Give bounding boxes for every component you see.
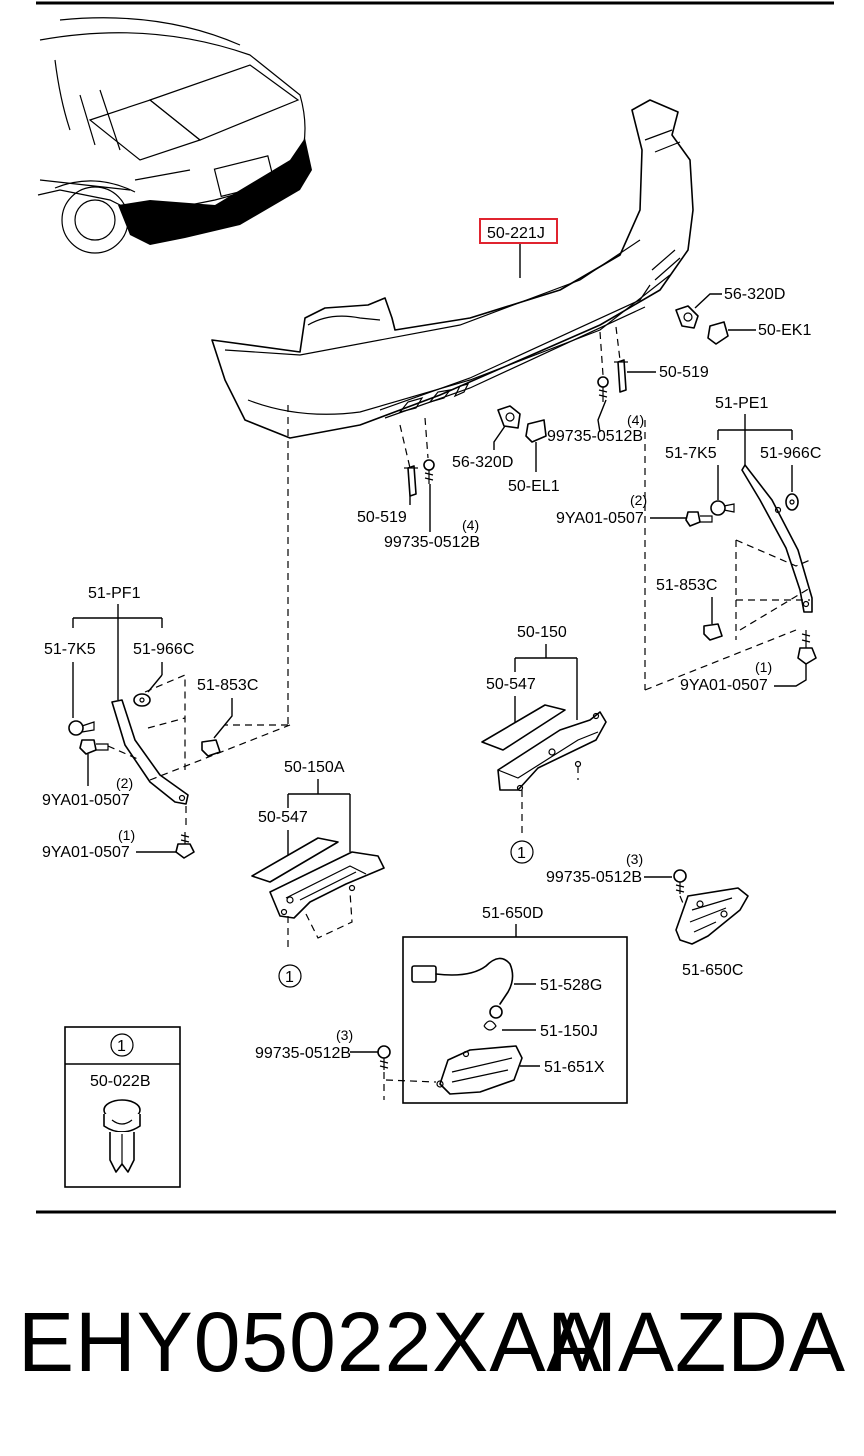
legend-box: 1 50-022B xyxy=(64,1026,181,1188)
label-50-022B[interactable]: 50-022B xyxy=(90,1073,151,1090)
label-99735-0512B-center[interactable]: 99735-0512B xyxy=(547,428,643,445)
bolt-99735-0512B-left[interactable] xyxy=(423,459,435,484)
rear-bumper-cover[interactable] xyxy=(211,99,694,439)
absorber-50-150A[interactable] xyxy=(251,837,385,919)
push-clip-50-022B[interactable] xyxy=(103,1099,141,1173)
reference-marker-1-b xyxy=(278,964,302,988)
label-51-651X[interactable]: 51-651X xyxy=(544,1059,605,1076)
bulb-51-150J[interactable] xyxy=(483,1005,503,1031)
footer-brand: MAZDA xyxy=(547,1295,846,1389)
qty-1-right: (1) xyxy=(755,659,772,675)
side-lamp-51-650C[interactable] xyxy=(675,887,749,945)
qty-3-right: (3) xyxy=(626,851,643,867)
label-50-EK1[interactable]: 50-EK1 xyxy=(758,322,811,339)
qty-2-right: (2) xyxy=(630,492,647,508)
vehicle-locator-illustration xyxy=(37,17,312,254)
nut-51-7K5-left[interactable] xyxy=(68,720,95,736)
part-50-EL1[interactable] xyxy=(525,419,547,443)
label-50-547-left[interactable]: 50-547 xyxy=(258,809,308,826)
label-51-966C-left[interactable]: 51-966C xyxy=(133,641,194,658)
legend-ref-label: 1 xyxy=(117,1038,126,1055)
bracket-51-PE1[interactable] xyxy=(741,464,813,613)
label-50-EL1[interactable]: 50-EL1 xyxy=(508,478,560,495)
qty-2-left: (2) xyxy=(116,775,133,791)
label-99735-0512B-lamp-left[interactable]: 99735-0512B xyxy=(255,1045,351,1062)
nut-51-853C-left[interactable] xyxy=(201,739,221,757)
clip-50-519-left[interactable] xyxy=(404,465,418,497)
label-50-150A[interactable]: 50-150A xyxy=(284,759,345,776)
label-99735-0512B-lamp-right[interactable]: 99735-0512B xyxy=(546,869,642,886)
bolt-99735-0512B-lamp-left[interactable] xyxy=(377,1045,391,1070)
qty-3-left: (3) xyxy=(336,1027,353,1043)
bolt-99735-0512B-lamp-right[interactable] xyxy=(673,869,687,894)
label-51-853C-right[interactable]: 51-853C xyxy=(656,577,717,594)
label-56-320D-right[interactable]: 56-320D xyxy=(724,286,785,303)
washer-51-966C-right[interactable] xyxy=(785,493,799,511)
bolt-9YA01-0507-left-upper[interactable] xyxy=(79,739,109,755)
qty-4-center: (4) xyxy=(627,412,644,428)
qty-1-left: (1) xyxy=(118,827,135,843)
reference-marker-1-a xyxy=(510,840,534,864)
label-51-966C-right[interactable]: 51-966C xyxy=(760,445,821,462)
label-56-320D-center[interactable]: 56-320D xyxy=(452,454,513,471)
label-51-853C-left[interactable]: 51-853C xyxy=(197,677,258,694)
ref-1-b-label: 1 xyxy=(285,969,294,986)
label-51-PF1[interactable]: 51-PF1 xyxy=(88,585,141,602)
label-9YA01-0507-left-lower[interactable]: 9YA01-0507 xyxy=(42,844,130,861)
absorber-50-150[interactable] xyxy=(481,704,607,792)
label-50-221J[interactable]: 50-221J xyxy=(487,225,545,242)
label-51-150J[interactable]: 51-150J xyxy=(540,1023,598,1040)
legend-reference-marker xyxy=(110,1033,134,1057)
label-99735-0512B-left[interactable]: 99735-0512B xyxy=(384,534,480,551)
part-56-320D-right[interactable] xyxy=(675,305,699,329)
bracket-51-PF1[interactable] xyxy=(111,699,189,805)
clip-50-519-right[interactable] xyxy=(614,359,628,393)
label-51-7K5-left[interactable]: 51-7K5 xyxy=(44,641,96,658)
highlighted-bumper-silhouette xyxy=(118,138,312,245)
label-50-150[interactable]: 50-150 xyxy=(517,624,567,641)
label-51-650D[interactable]: 51-650D xyxy=(482,905,543,922)
part-50-EK1[interactable] xyxy=(707,321,729,345)
lamp-unit-51-651X[interactable] xyxy=(436,1045,523,1095)
label-9YA01-0507-right-upper[interactable]: 9YA01-0507 xyxy=(556,510,644,527)
label-50-519-right[interactable]: 50-519 xyxy=(659,364,709,381)
bolt-9YA01-0507-right-lower[interactable] xyxy=(797,630,817,665)
label-50-519-left[interactable]: 50-519 xyxy=(357,509,407,526)
label-9YA01-0507-right-lower[interactable]: 9YA01-0507 xyxy=(680,677,768,694)
label-51-528G[interactable]: 51-528G xyxy=(540,977,602,994)
highlight-box-50-221J xyxy=(479,218,558,244)
footer-part-number: EHY05022XAA xyxy=(18,1295,604,1389)
label-51-650C[interactable]: 51-650C xyxy=(682,962,743,979)
qty-4-left: (4) xyxy=(462,517,479,533)
label-9YA01-0507-left-upper[interactable]: 9YA01-0507 xyxy=(42,792,130,809)
label-51-7K5-right[interactable]: 51-7K5 xyxy=(665,445,717,462)
ref-1-a-label: 1 xyxy=(517,845,526,862)
bolt-99735-0512B-center[interactable] xyxy=(597,376,609,402)
part-56-320D-center[interactable] xyxy=(497,405,521,429)
nut-51-7K5-right[interactable] xyxy=(710,500,735,516)
bolt-9YA01-0507-right-upper[interactable] xyxy=(685,511,713,527)
washer-51-966C-left[interactable] xyxy=(133,693,151,707)
wiring-harness-51-528G[interactable] xyxy=(411,957,514,1005)
nut-51-853C-right[interactable] xyxy=(703,623,723,641)
label-51-PE1[interactable]: 51-PE1 xyxy=(715,395,768,412)
assembly-box-51-650D xyxy=(402,936,628,1104)
label-50-547-right[interactable]: 50-547 xyxy=(486,676,536,693)
bolt-9YA01-0507-left-lower[interactable] xyxy=(175,832,195,859)
